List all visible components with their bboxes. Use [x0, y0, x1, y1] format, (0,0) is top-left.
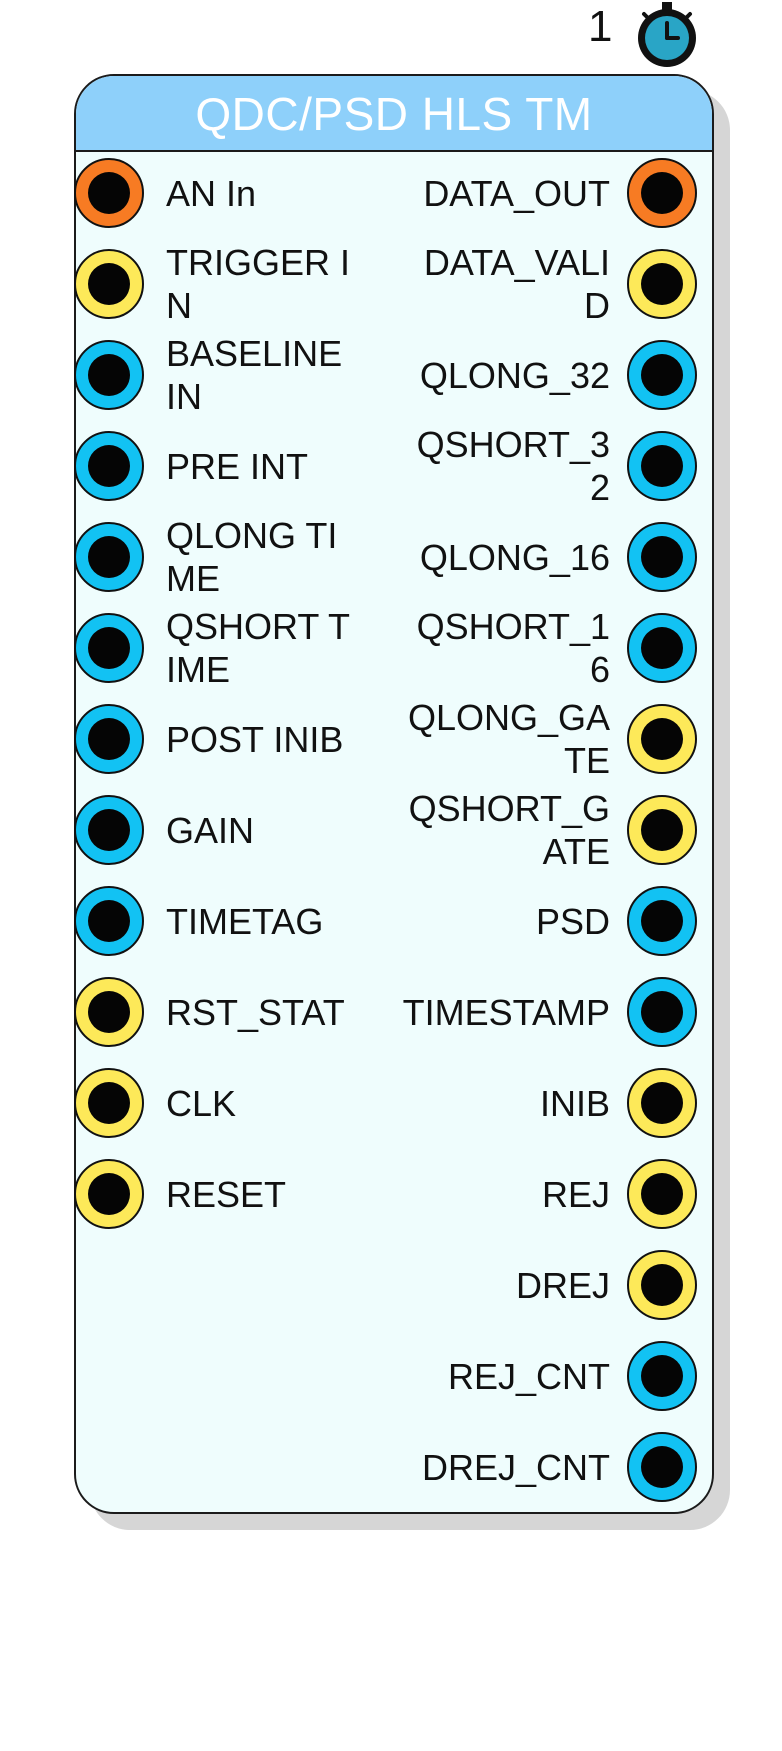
output-label-rej: REJ	[541, 1173, 610, 1215]
input-port-timetag[interactable]	[74, 886, 144, 956]
input-label-qlong-time: QLONG TIME	[166, 515, 338, 599]
output-port-drej-cnt[interactable]	[627, 1432, 697, 1502]
input-label-reset: RESET	[166, 1173, 287, 1215]
block-title: QDC/PSD HLS TM	[195, 88, 593, 140]
input-label-baseline-in: BASELINE IN	[166, 333, 343, 417]
input-port-qshort-time[interactable]	[74, 613, 144, 683]
input-port-pre-int[interactable]	[74, 431, 144, 501]
input-label-rst-stat: RST_STAT	[166, 991, 345, 1033]
output-label-qshort-gate: QSHORT_GATE	[408, 788, 610, 872]
output-port-qshort-16[interactable]	[627, 613, 697, 683]
input-label-gain: GAIN	[166, 809, 255, 851]
output-port-rej-cnt[interactable]	[627, 1341, 697, 1411]
input-port-reset[interactable]	[74, 1159, 144, 1229]
output-label-qlong-32: QLONG_32	[419, 354, 610, 396]
output-label-timestamp: TIMESTAMP	[402, 991, 610, 1033]
output-label-drej: DREJ	[515, 1264, 610, 1306]
output-port-qlong-gate[interactable]	[627, 704, 697, 774]
output-port-qshort-32[interactable]	[627, 431, 697, 501]
function-block[interactable]: QDC/PSD HLS TM	[74, 74, 714, 1514]
block-header: QDC/PSD HLS TM	[76, 76, 712, 152]
input-label-pre-int: PRE INT	[166, 445, 309, 487]
output-port-drej[interactable]	[627, 1250, 697, 1320]
input-label-post-inib: POST INIB	[166, 718, 344, 760]
input-label-an-in: AN In	[166, 172, 257, 214]
input-port-rst-stat[interactable]	[74, 977, 144, 1047]
output-port-qlong-16[interactable]	[627, 522, 697, 592]
instance-number: 1	[588, 2, 613, 51]
output-label-qlong-gate: QLONG_GATE	[407, 697, 610, 781]
output-label-qshort-32: QSHORT_32	[416, 424, 610, 508]
output-label-inib: INIB	[539, 1082, 610, 1124]
output-port-timestamp[interactable]	[627, 977, 697, 1047]
input-port-trigger-in[interactable]	[74, 249, 144, 319]
input-port-baseline-in[interactable]	[74, 340, 144, 410]
input-port-qlong-time[interactable]	[74, 522, 144, 592]
input-label-clk: CLK	[166, 1082, 237, 1124]
output-label-psd: PSD	[535, 900, 610, 942]
output-label-drej-cnt: DREJ_CNT	[421, 1446, 610, 1488]
output-label-qshort-16: QSHORT_16	[416, 606, 610, 690]
input-port-gain[interactable]	[74, 795, 144, 865]
output-port-qlong-32[interactable]	[627, 340, 697, 410]
output-label-rej-cnt: REJ_CNT	[447, 1355, 610, 1397]
input-port-an-in[interactable]	[74, 158, 144, 228]
stopwatch-icon	[638, 2, 696, 67]
input-label-trigger-in: TRIGGER IN	[166, 242, 351, 326]
output-port-inib[interactable]	[627, 1068, 697, 1138]
output-port-rej[interactable]	[627, 1159, 697, 1229]
output-port-data-out[interactable]	[627, 158, 697, 228]
output-port-qshort-gate[interactable]	[627, 795, 697, 865]
output-label-qlong-16: QLONG_16	[419, 536, 610, 578]
output-label-data-valid: DATA_VALID	[423, 242, 610, 326]
output-port-psd[interactable]	[627, 886, 697, 956]
input-label-timetag: TIMETAG	[166, 900, 324, 942]
output-port-data-valid[interactable]	[627, 249, 697, 319]
input-port-post-inib[interactable]	[74, 704, 144, 774]
input-port-clk[interactable]	[74, 1068, 144, 1138]
input-label-qshort-time: QSHORT TIME	[166, 606, 351, 690]
output-label-data-out: DATA_OUT	[423, 172, 610, 214]
